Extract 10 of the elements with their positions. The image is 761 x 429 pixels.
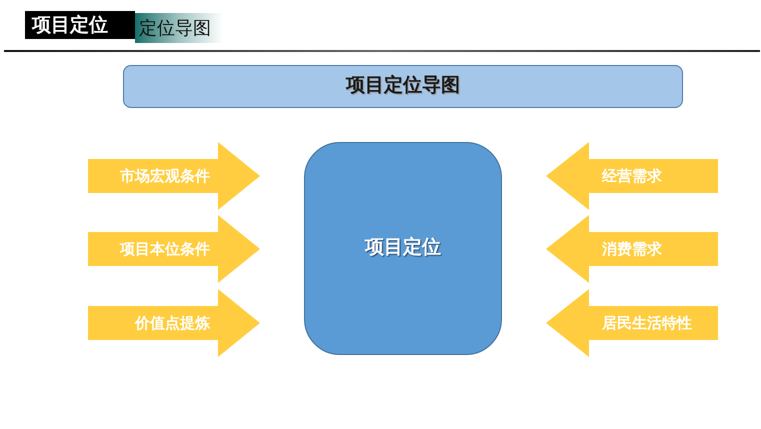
arrow-label: 市场宏观条件 — [120, 166, 210, 186]
title-banner: 项目定位导图 — [123, 65, 683, 108]
arrow-label: 消费需求 — [602, 240, 662, 260]
arrow-label: 项目本位条件 — [120, 240, 210, 260]
arrow-label: 价值点提炼 — [135, 314, 210, 334]
arrow-label: 经营需求 — [602, 166, 662, 186]
arrow-label: 居民生活特性 — [602, 314, 692, 334]
center-panel: 项目定位 — [304, 142, 502, 355]
subsection-tab: 定位导图 — [135, 13, 223, 43]
section-tab: 项目定位 — [25, 11, 135, 39]
